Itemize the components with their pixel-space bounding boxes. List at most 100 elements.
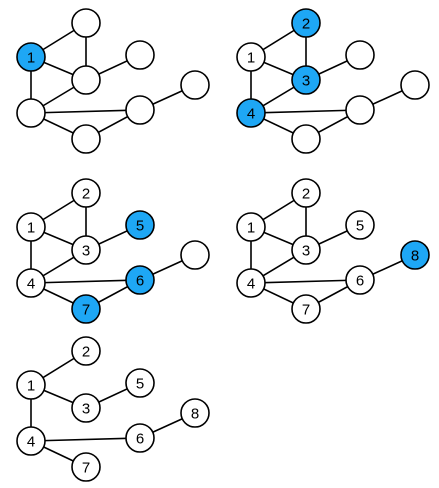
node-label: 1 [247, 50, 255, 67]
graph-node-1: 1 [236, 42, 266, 72]
node-circle [16, 212, 46, 242]
graph-node-1: 1 [16, 212, 46, 242]
edge-4-6 [30, 279, 141, 284]
node-circle [71, 65, 101, 95]
graph-node-8 [400, 70, 430, 100]
graph-node-5: 5 [345, 210, 375, 240]
edge-4-6 [30, 109, 141, 114]
graph-node-3: 3 [291, 65, 321, 95]
node-circle [180, 70, 210, 100]
node-circle [400, 240, 430, 270]
node-label: 2 [302, 186, 310, 203]
node-circle [291, 294, 321, 324]
node-circle [16, 268, 46, 298]
node-label: 7 [82, 302, 90, 319]
graph-node-3: 3 [71, 393, 101, 423]
edge-4-6 [30, 437, 141, 442]
node-label: 8 [191, 406, 199, 423]
node-circle [291, 235, 321, 265]
node-circle [236, 98, 266, 128]
graph-node-1: 1 [16, 42, 46, 72]
graph-node-3: 3 [291, 235, 321, 265]
node-label: 6 [356, 273, 364, 290]
graph-panel-bfs-tree: 1 2 3 4 5 6 7 8 [16, 336, 210, 482]
node-circle [16, 98, 46, 128]
node-label: 6 [136, 273, 144, 290]
graph-panel-step-4: 1 2 3 4 5 6 7 8 [236, 178, 430, 324]
node-circle [125, 95, 155, 125]
node-label: 7 [82, 460, 90, 477]
graph-node-6 [345, 95, 375, 125]
graph-node-6: 6 [125, 423, 155, 453]
graph-node-7: 7 [71, 294, 101, 324]
graph-node-1: 1 [16, 370, 46, 400]
node-circle [236, 268, 266, 298]
node-circle [291, 65, 321, 95]
graph-node-3: 3 [71, 235, 101, 265]
node-circle [16, 42, 46, 72]
graph-node-2: 2 [291, 178, 321, 208]
node-circle [16, 426, 46, 456]
node-label: 5 [136, 218, 144, 235]
node-circle [71, 235, 101, 265]
node-label: 1 [27, 50, 35, 67]
graph-node-7: 7 [71, 452, 101, 482]
graph-node-8 [180, 70, 210, 100]
node-label: 3 [302, 243, 310, 260]
node-circle [71, 336, 101, 366]
node-label: 6 [136, 431, 144, 448]
graph-node-1: 1 [236, 212, 266, 242]
node-circle [180, 398, 210, 428]
graph-node-2: 2 [71, 178, 101, 208]
graph-node-7 [291, 124, 321, 154]
node-circle [345, 95, 375, 125]
node-circle [125, 210, 155, 240]
node-circle [125, 423, 155, 453]
node-circle [236, 212, 266, 242]
graph-node-8: 8 [180, 398, 210, 428]
node-circle [71, 452, 101, 482]
graph-node-4 [16, 98, 46, 128]
node-circle [71, 178, 101, 208]
graph-node-4: 4 [16, 426, 46, 456]
graph-node-5: 5 [125, 368, 155, 398]
node-circle [345, 265, 375, 295]
graph-node-2: 2 [71, 336, 101, 366]
node-label: 4 [247, 276, 255, 293]
graph-node-5 [345, 40, 375, 70]
graph-node-4: 4 [236, 268, 266, 298]
node-label: 2 [82, 186, 90, 203]
node-circle [125, 265, 155, 295]
node-label: 2 [302, 16, 310, 33]
node-circle [180, 240, 210, 270]
node-circle [345, 40, 375, 70]
node-label: 3 [82, 243, 90, 260]
node-label: 5 [356, 218, 364, 235]
node-circle [16, 370, 46, 400]
node-label: 4 [27, 434, 35, 451]
node-circle [71, 294, 101, 324]
node-label: 2 [82, 344, 90, 361]
node-circle [291, 124, 321, 154]
node-label: 3 [82, 401, 90, 418]
graph-node-2: 2 [291, 8, 321, 38]
graph-panel-step-3: 1 2 3 4 5 6 7 [16, 178, 210, 324]
node-circle [125, 40, 155, 70]
node-label: 1 [27, 378, 35, 395]
graph-node-4: 4 [16, 268, 46, 298]
graph-node-5 [125, 40, 155, 70]
graph-node-2 [71, 8, 101, 38]
graph-node-5: 5 [125, 210, 155, 240]
node-circle [345, 210, 375, 240]
graph-node-6: 6 [345, 265, 375, 295]
node-label: 3 [302, 73, 310, 90]
graph-node-8: 8 [400, 240, 430, 270]
node-label: 8 [411, 248, 419, 265]
node-circle [236, 42, 266, 72]
node-circle [291, 178, 321, 208]
node-label: 7 [302, 302, 310, 319]
graph-node-7 [71, 124, 101, 154]
node-circle [400, 70, 430, 100]
